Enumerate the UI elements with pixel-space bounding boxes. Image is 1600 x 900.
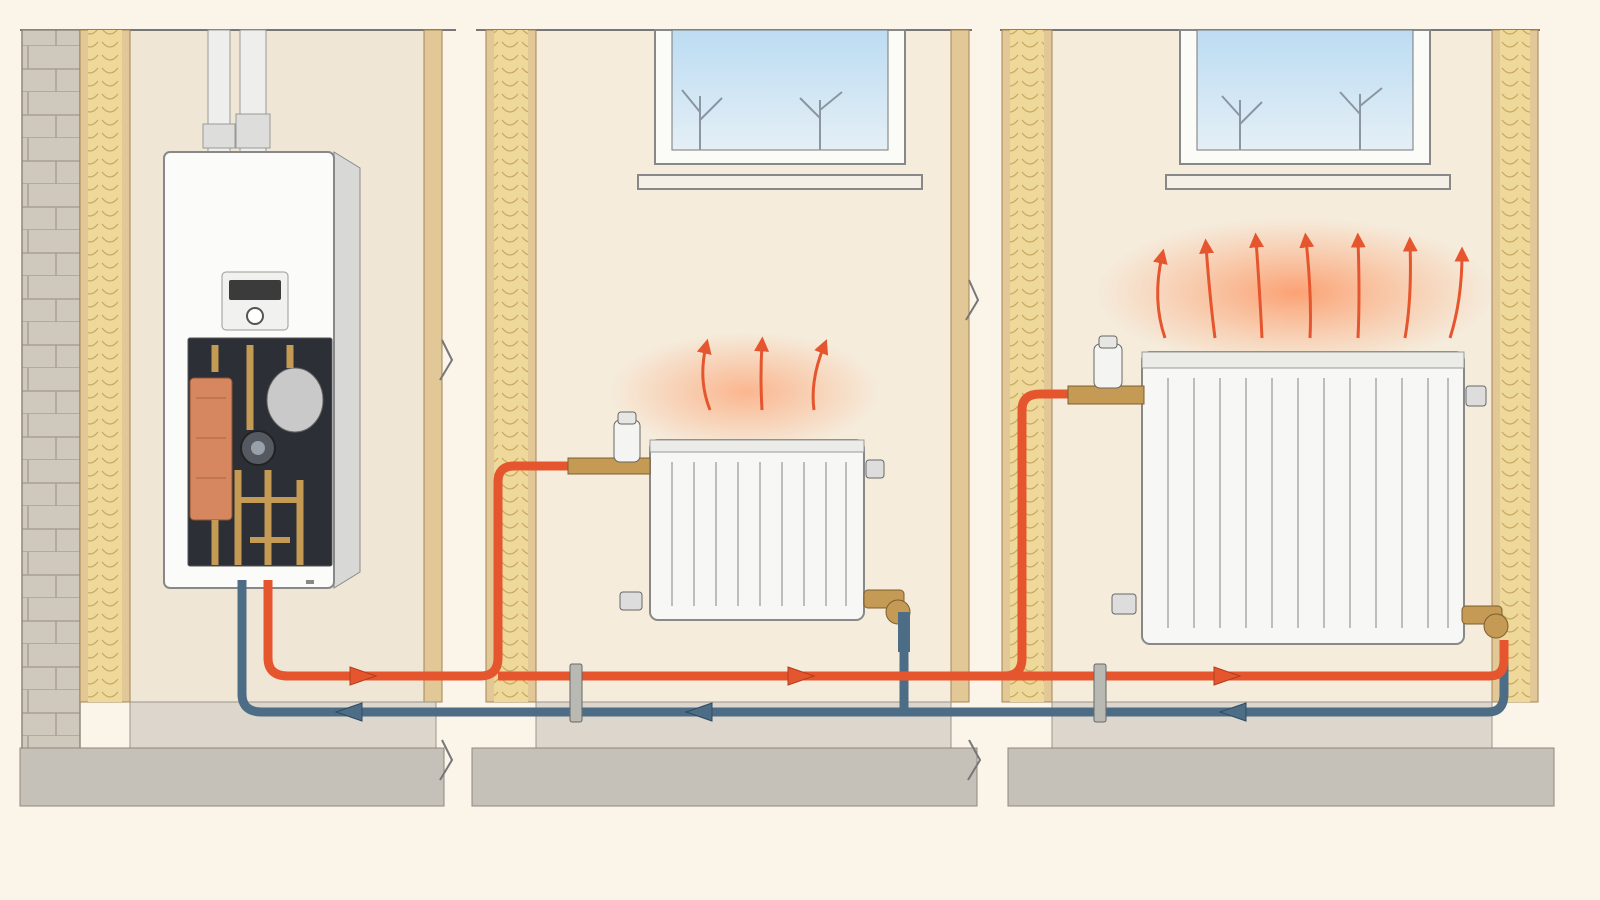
concrete-floor	[19, 701, 1555, 807]
boiler-control-knob	[246, 307, 264, 325]
heat-glow-small-radiator	[610, 320, 880, 440]
boiler-display	[229, 280, 281, 300]
wall-break-marks	[439, 279, 982, 781]
heat-exchanger	[189, 377, 233, 521]
lockshield-valve-small	[863, 589, 911, 652]
heat-glow-large-radiator	[1095, 210, 1495, 360]
heat-arrows-large-radiator	[1153, 232, 1470, 339]
expansion-vessel	[266, 367, 324, 433]
return-arrows	[334, 702, 1247, 722]
combi-boiler-icon	[163, 151, 361, 589]
pipe-clips	[569, 663, 1107, 723]
flow-arrows	[349, 666, 1242, 686]
radiator-large	[1111, 351, 1487, 645]
thermostatic-valve-small	[567, 411, 651, 475]
window-middle-room	[637, 29, 923, 190]
return-pipe	[237, 580, 1509, 717]
radiator-small	[619, 439, 885, 621]
brick-wall	[21, 29, 81, 751]
flow-pipe	[263, 389, 1509, 681]
heat-arrows-small-radiator	[696, 336, 829, 411]
lockshield-valve-large	[1461, 605, 1509, 639]
window-right-room	[1165, 29, 1451, 190]
timber-studs	[79, 29, 1539, 703]
thermostatic-valve-large	[1067, 335, 1145, 405]
